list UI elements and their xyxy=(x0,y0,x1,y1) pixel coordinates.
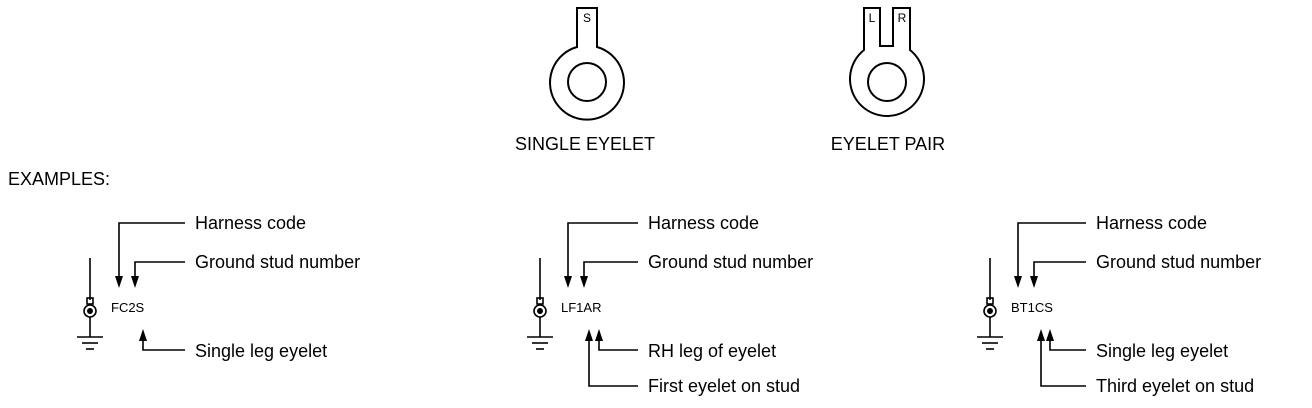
eyelet-pair-caption: EYELET PAIR xyxy=(831,134,945,154)
ground-stud-label: Ground stud number xyxy=(648,252,813,272)
ground-code: LF1AR xyxy=(561,300,601,315)
ground-code: FC2S xyxy=(111,300,145,315)
harness-code-label: Harness code xyxy=(1096,213,1207,233)
leg-label: Single leg eyelet xyxy=(1096,341,1228,361)
single-eyelet-hole xyxy=(567,62,607,102)
ground-symbol xyxy=(77,258,103,350)
ground-code: BT1CS xyxy=(1011,300,1053,315)
single-eyelet-tab-letter: S xyxy=(583,11,591,25)
ground-stud-label: Ground stud number xyxy=(1096,252,1261,272)
example-2: LF1AR Harness code Ground stud number RH… xyxy=(527,213,813,396)
example-1: FC2S Harness code Ground stud number Sin… xyxy=(77,213,360,361)
eyelet-order-label: First eyelet on stud xyxy=(648,376,800,396)
examples-heading: EXAMPLES: xyxy=(8,169,110,189)
leg-label: Single leg eyelet xyxy=(195,341,327,361)
eyelet-pair-figure: L R xyxy=(849,7,925,117)
harness-code-label: Harness code xyxy=(648,213,759,233)
eyelet-pair-hole xyxy=(867,62,907,102)
eyelet-pair-tab-left: L xyxy=(869,11,876,25)
example-3: BT1CS Harness code Ground stud number Si… xyxy=(977,213,1261,396)
harness-code-label: Harness code xyxy=(195,213,306,233)
ground-symbol xyxy=(977,258,1003,350)
ground-stud-label: Ground stud number xyxy=(195,252,360,272)
single-eyelet-figure: S xyxy=(549,7,625,121)
ground-symbol xyxy=(527,258,553,350)
eyelet-pair-tab-right: R xyxy=(898,11,907,25)
single-eyelet-caption: SINGLE EYELET xyxy=(515,134,655,154)
leg-label: RH leg of eyelet xyxy=(648,341,776,361)
eyelet-order-label: Third eyelet on stud xyxy=(1096,376,1254,396)
